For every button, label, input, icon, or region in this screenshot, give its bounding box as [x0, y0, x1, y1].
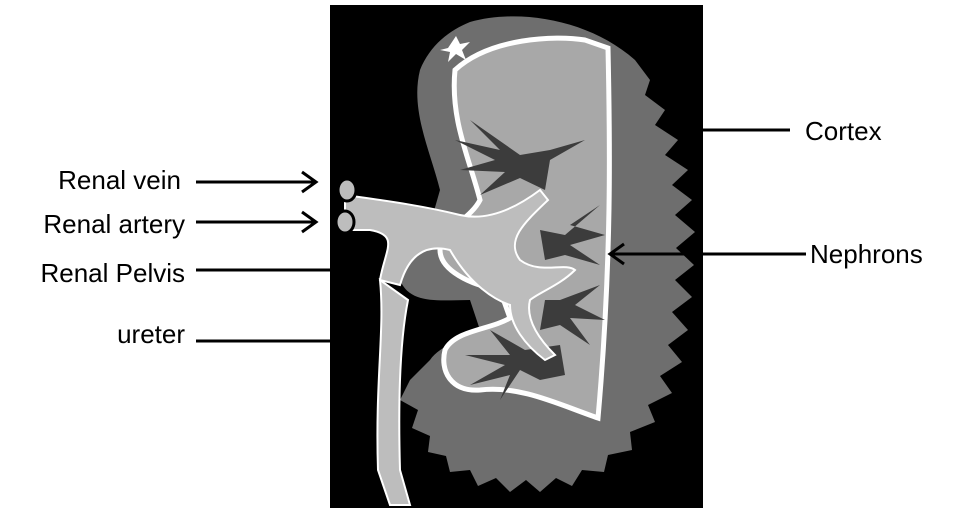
cortex-label: Cortex: [805, 116, 882, 146]
renal-vein-opening: [338, 179, 356, 201]
renal-vein-label: Renal vein: [58, 165, 181, 195]
renal-artery-opening: [336, 211, 354, 233]
renal-artery-label: Renal artery: [43, 209, 185, 239]
renal-pelvis-label: Renal Pelvis: [40, 258, 185, 288]
nephrons-label: Nephrons: [810, 239, 923, 269]
ureter-label: ureter: [117, 319, 185, 349]
